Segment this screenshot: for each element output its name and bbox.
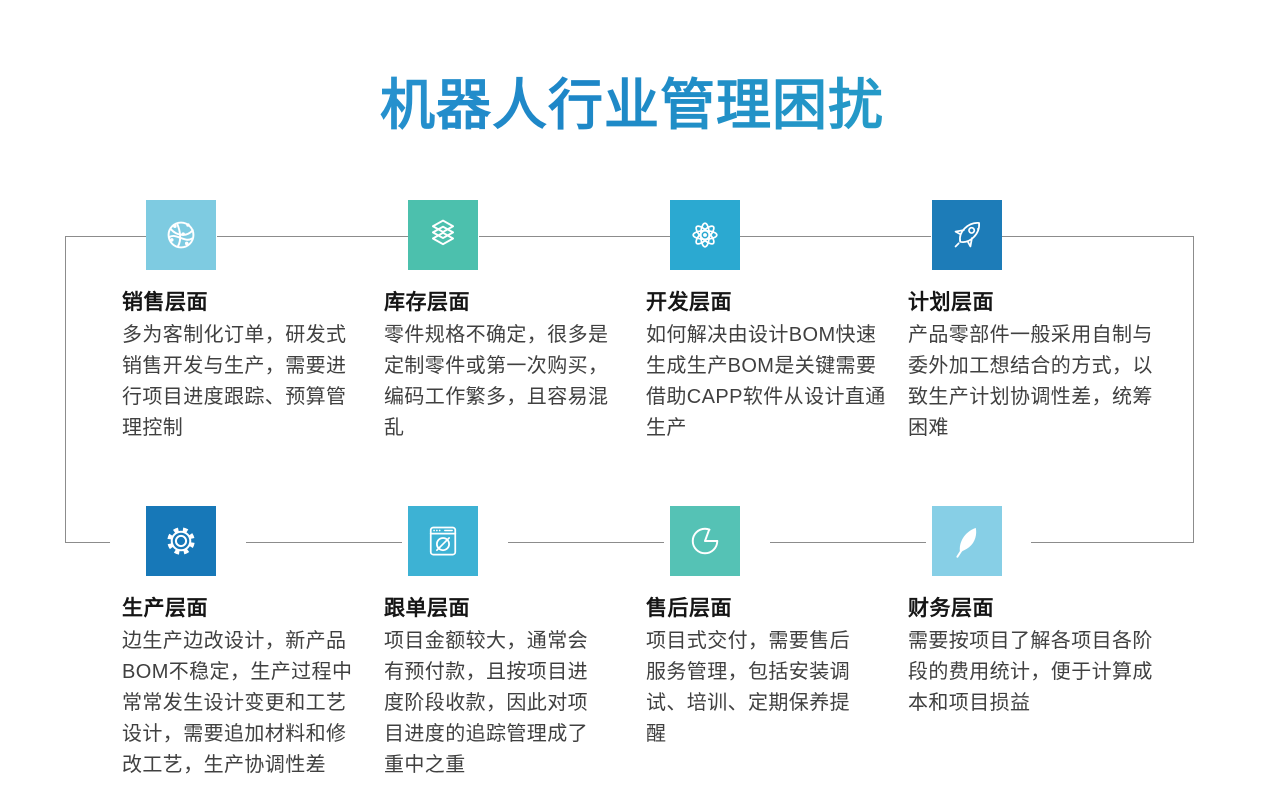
section-card-sales: 销售层面 多为客制化订单，研发式销售开发与生产，需要进行项目进度跟踪、预算管理控… [122, 200, 392, 444]
connector-line [65, 236, 147, 237]
section-body: 项目式交付，需要售后服务管理，包括安装调试、培训、定期保养提醒 [646, 630, 850, 745]
network-globe-icon [146, 200, 216, 270]
section-body: 多为客制化订单，研发式销售开发与生产，需要进行项目进度跟踪、预算管理控制 [122, 324, 347, 439]
feather-icon [932, 506, 1002, 576]
section-heading: 跟单层面 [384, 597, 470, 620]
connector-line [1031, 542, 1194, 543]
section-card-after-sales: 售后层面 项目式交付，需要售后服务管理，包括安装调试、培训、定期保养提醒 [646, 506, 916, 750]
connector-line [740, 236, 931, 237]
connector-line [479, 236, 670, 237]
section-body: 需要按项目了解各项目各阶段的费用统计，便于计算成本和项目损益 [908, 630, 1153, 714]
section-card-order-tracking: 跟单层面 项目金额较大，通常会有预付款，且按项目进度阶段收款，因此对项目进度的追… [384, 506, 654, 781]
connector-line [508, 542, 664, 543]
section-body: 项目金额较大，通常会有预付款，且按项目进度阶段收款，因此对项目进度的追踪管理成了… [384, 630, 588, 776]
connector-line [217, 236, 409, 237]
atom-icon [670, 200, 740, 270]
connector-line [246, 542, 402, 543]
page-title: 机器人行业管理困扰 [0, 75, 1264, 136]
section-heading: 库存层面 [384, 291, 470, 314]
section-body: 如何解决由设计BOM快速生成生产BOM是关键需要借助CAPP软件从设计直通生产 [646, 324, 886, 439]
pie-chart-icon [670, 506, 740, 576]
section-heading: 财务层面 [908, 597, 994, 620]
rocket-icon [932, 200, 1002, 270]
connector-line [65, 542, 110, 543]
layers-icon [408, 200, 478, 270]
section-body: 零件规格不确定，很多是定制零件或第一次购买，编码工作繁多，且容易混乱 [384, 324, 609, 439]
section-body: 边生产边改设计，新产品BOM不稳定，生产过程中常常发生设计变更和工艺设计，需要追… [122, 630, 353, 776]
browser-compass-icon [408, 506, 478, 576]
section-card-inventory: 库存层面 零件规格不确定，很多是定制零件或第一次购买，编码工作繁多，且容易混乱 [384, 200, 654, 444]
section-card-finance: 财务层面 需要按项目了解各项目各阶段的费用统计，便于计算成本和项目损益 [908, 506, 1178, 719]
connector-right-vertical [1193, 236, 1194, 543]
section-card-development: 开发层面 如何解决由设计BOM快速生成生产BOM是关键需要借助CAPP软件从设计… [646, 200, 916, 444]
section-card-planning: 计划层面 产品零部件一般采用自制与委外加工想结合的方式，以致生产计划协调性差，统… [908, 200, 1178, 444]
connector-line [770, 542, 926, 543]
section-heading: 销售层面 [122, 291, 208, 314]
section-heading: 生产层面 [122, 597, 208, 620]
gear-icon [146, 506, 216, 576]
section-heading: 计划层面 [908, 291, 994, 314]
section-heading: 开发层面 [646, 291, 732, 314]
section-card-production: 生产层面 边生产边改设计，新产品BOM不稳定，生产过程中常常发生设计变更和工艺设… [122, 506, 392, 781]
connector-left-vertical [65, 236, 66, 543]
section-body: 产品零部件一般采用自制与委外加工想结合的方式，以致生产计划协调性差，统筹困难 [908, 324, 1153, 439]
section-heading: 售后层面 [646, 597, 732, 620]
connector-line [1001, 236, 1194, 237]
